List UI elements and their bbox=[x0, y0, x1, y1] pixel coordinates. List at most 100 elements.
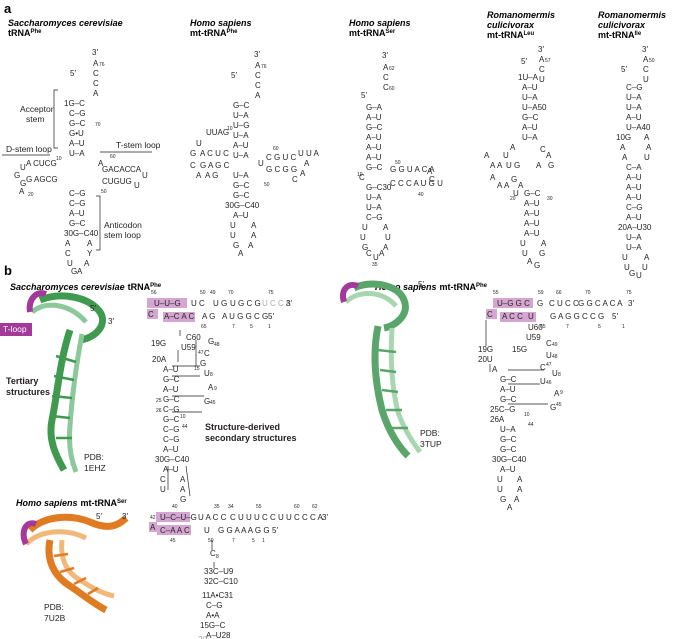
svg-text:G: G bbox=[180, 495, 186, 504]
svg-text:C–A: C–A bbox=[626, 163, 642, 172]
svg-text:C: C bbox=[65, 249, 71, 258]
svg-text:C–A A C: C–A A C bbox=[160, 526, 190, 535]
svg-text:U: U bbox=[160, 485, 166, 494]
svg-text:A–U: A–U bbox=[233, 141, 249, 150]
svg-text:U: U bbox=[497, 485, 503, 494]
svg-text:20U: 20U bbox=[478, 355, 493, 364]
svg-text:50: 50 bbox=[395, 160, 401, 166]
svg-text:C: C bbox=[539, 65, 545, 74]
svg-text:C: C bbox=[366, 249, 372, 258]
svg-text:A: A bbox=[180, 485, 186, 494]
svg-text:30: 30 bbox=[547, 196, 553, 202]
svg-text:A–U: A–U bbox=[69, 209, 85, 218]
svg-text:A: A bbox=[622, 153, 628, 162]
svg-text:8: 8 bbox=[558, 372, 561, 378]
svg-text:U U A: U U A bbox=[298, 149, 320, 158]
svg-text:62: 62 bbox=[389, 66, 395, 72]
svg-text:U: U bbox=[539, 75, 545, 84]
svg-text:C U C C: C U C C bbox=[549, 299, 579, 308]
svg-text:70: 70 bbox=[228, 290, 234, 296]
svg-text:G: G bbox=[14, 171, 20, 180]
a-label-acceptor: Acceptor bbox=[20, 104, 54, 114]
t-loop-tag bbox=[0, 323, 32, 336]
svg-text:1: 1 bbox=[262, 538, 265, 544]
svg-text:40: 40 bbox=[418, 192, 424, 198]
svg-text:A: A bbox=[87, 239, 93, 248]
svg-text:G: G bbox=[362, 243, 368, 252]
svg-text:G–C: G–C bbox=[163, 415, 180, 424]
svg-text:U: U bbox=[644, 153, 650, 162]
svg-text:25C–G: 25C–G bbox=[490, 405, 515, 414]
svg-text:A–U: A–U bbox=[626, 183, 642, 192]
b-tertiary-ribbon-7u2b bbox=[20, 513, 129, 614]
svg-text:A: A bbox=[517, 485, 523, 494]
svg-text:20A: 20A bbox=[152, 355, 167, 364]
svg-text:10: 10 bbox=[180, 414, 186, 420]
svg-text:A: A bbox=[497, 161, 503, 170]
svg-text:A G: A G bbox=[202, 312, 215, 321]
svg-text:A: A bbox=[620, 143, 626, 152]
svg-text:A: A bbox=[93, 59, 99, 68]
svg-text:33C–U9: 33C–U9 bbox=[204, 567, 234, 576]
svg-text:A: A bbox=[644, 253, 650, 262]
b2-5prime: 5′ bbox=[418, 280, 424, 289]
svg-text:stem loop: stem loop bbox=[104, 230, 141, 240]
svg-text:A–U: A–U bbox=[524, 229, 540, 238]
svg-text:A–U: A–U bbox=[366, 133, 382, 142]
svg-text:G•U: G•U bbox=[69, 129, 84, 138]
svg-text:A: A bbox=[238, 249, 244, 258]
svg-text:C–G: C–G bbox=[163, 405, 179, 414]
svg-text:5′: 5′ bbox=[268, 312, 274, 321]
b3-3prime: 3′ bbox=[122, 512, 128, 521]
a-title-5-name: mt-tRNAIle bbox=[598, 30, 642, 40]
svg-text:U–A: U–A bbox=[233, 131, 249, 140]
svg-text:A: A bbox=[300, 169, 306, 178]
svg-text:C: C bbox=[540, 363, 546, 372]
svg-text:A C C: A C C bbox=[502, 312, 523, 321]
svg-text:U: U bbox=[230, 231, 236, 240]
svg-text:56: 56 bbox=[151, 290, 157, 296]
svg-text:A: A bbox=[93, 89, 99, 98]
panel-a-letter: a bbox=[4, 1, 12, 16]
svg-text:3′: 3′ bbox=[322, 513, 328, 522]
svg-text:G G A A A G G: G G A A A G G bbox=[218, 526, 270, 535]
svg-text:A: A bbox=[427, 167, 433, 176]
svg-text:49: 49 bbox=[210, 290, 216, 296]
svg-text:G: G bbox=[200, 359, 206, 368]
svg-text:CA: CA bbox=[130, 165, 142, 174]
b3-5prime: 5′ bbox=[96, 512, 102, 521]
svg-text:1: 1 bbox=[622, 324, 625, 330]
svg-text:45: 45 bbox=[556, 402, 562, 408]
svg-text:A: A bbox=[554, 389, 560, 398]
svg-text:G: G bbox=[550, 403, 556, 412]
svg-text:75: 75 bbox=[268, 290, 274, 296]
a-label-d-stem: D-stem loop bbox=[6, 144, 52, 154]
svg-text:5: 5 bbox=[252, 538, 255, 544]
svg-text:C: C bbox=[487, 310, 493, 319]
b3-pdb-id: 7U2B bbox=[44, 613, 66, 623]
svg-text:UUAG: UUAG bbox=[206, 128, 229, 137]
svg-text:C: C bbox=[255, 81, 261, 90]
svg-text:G–C: G–C bbox=[500, 445, 517, 454]
svg-text:60: 60 bbox=[294, 504, 300, 510]
svg-text:32C–C10: 32C–C10 bbox=[204, 577, 238, 586]
svg-text:U–A: U–A bbox=[233, 151, 249, 160]
svg-text:47: 47 bbox=[198, 350, 204, 356]
svg-text:C: C bbox=[190, 161, 196, 170]
svg-text:1: 1 bbox=[268, 324, 271, 330]
svg-text:A: A bbox=[251, 221, 257, 230]
svg-text:A–U: A–U bbox=[366, 113, 382, 122]
svg-text:A: A bbox=[77, 267, 83, 276]
svg-text:A: A bbox=[255, 61, 261, 70]
svg-text:30G–C40: 30G–C40 bbox=[64, 229, 99, 238]
svg-text:A: A bbox=[504, 181, 510, 190]
svg-text:C U U U C C U U C C C A: C U U U C C U U C C C A bbox=[230, 513, 324, 522]
svg-text:50: 50 bbox=[101, 189, 107, 195]
svg-text:U: U bbox=[385, 233, 391, 242]
svg-text:45: 45 bbox=[210, 400, 216, 406]
